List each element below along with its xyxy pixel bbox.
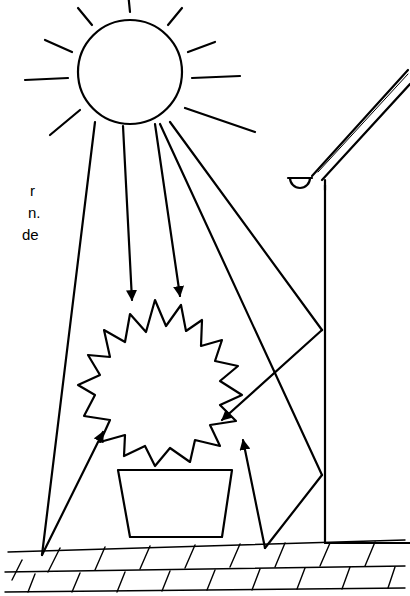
- plant: [78, 300, 242, 466]
- sun: [78, 20, 182, 124]
- flower-pot: [118, 470, 232, 537]
- paved-ground: [5, 540, 405, 592]
- house-wall: [288, 70, 410, 543]
- light-beams: [42, 122, 322, 555]
- sun-rays: [25, 0, 255, 135]
- cut-off-text: n.: [28, 204, 41, 222]
- cut-off-text: r: [30, 182, 35, 200]
- cut-off-text: de: [22, 226, 39, 244]
